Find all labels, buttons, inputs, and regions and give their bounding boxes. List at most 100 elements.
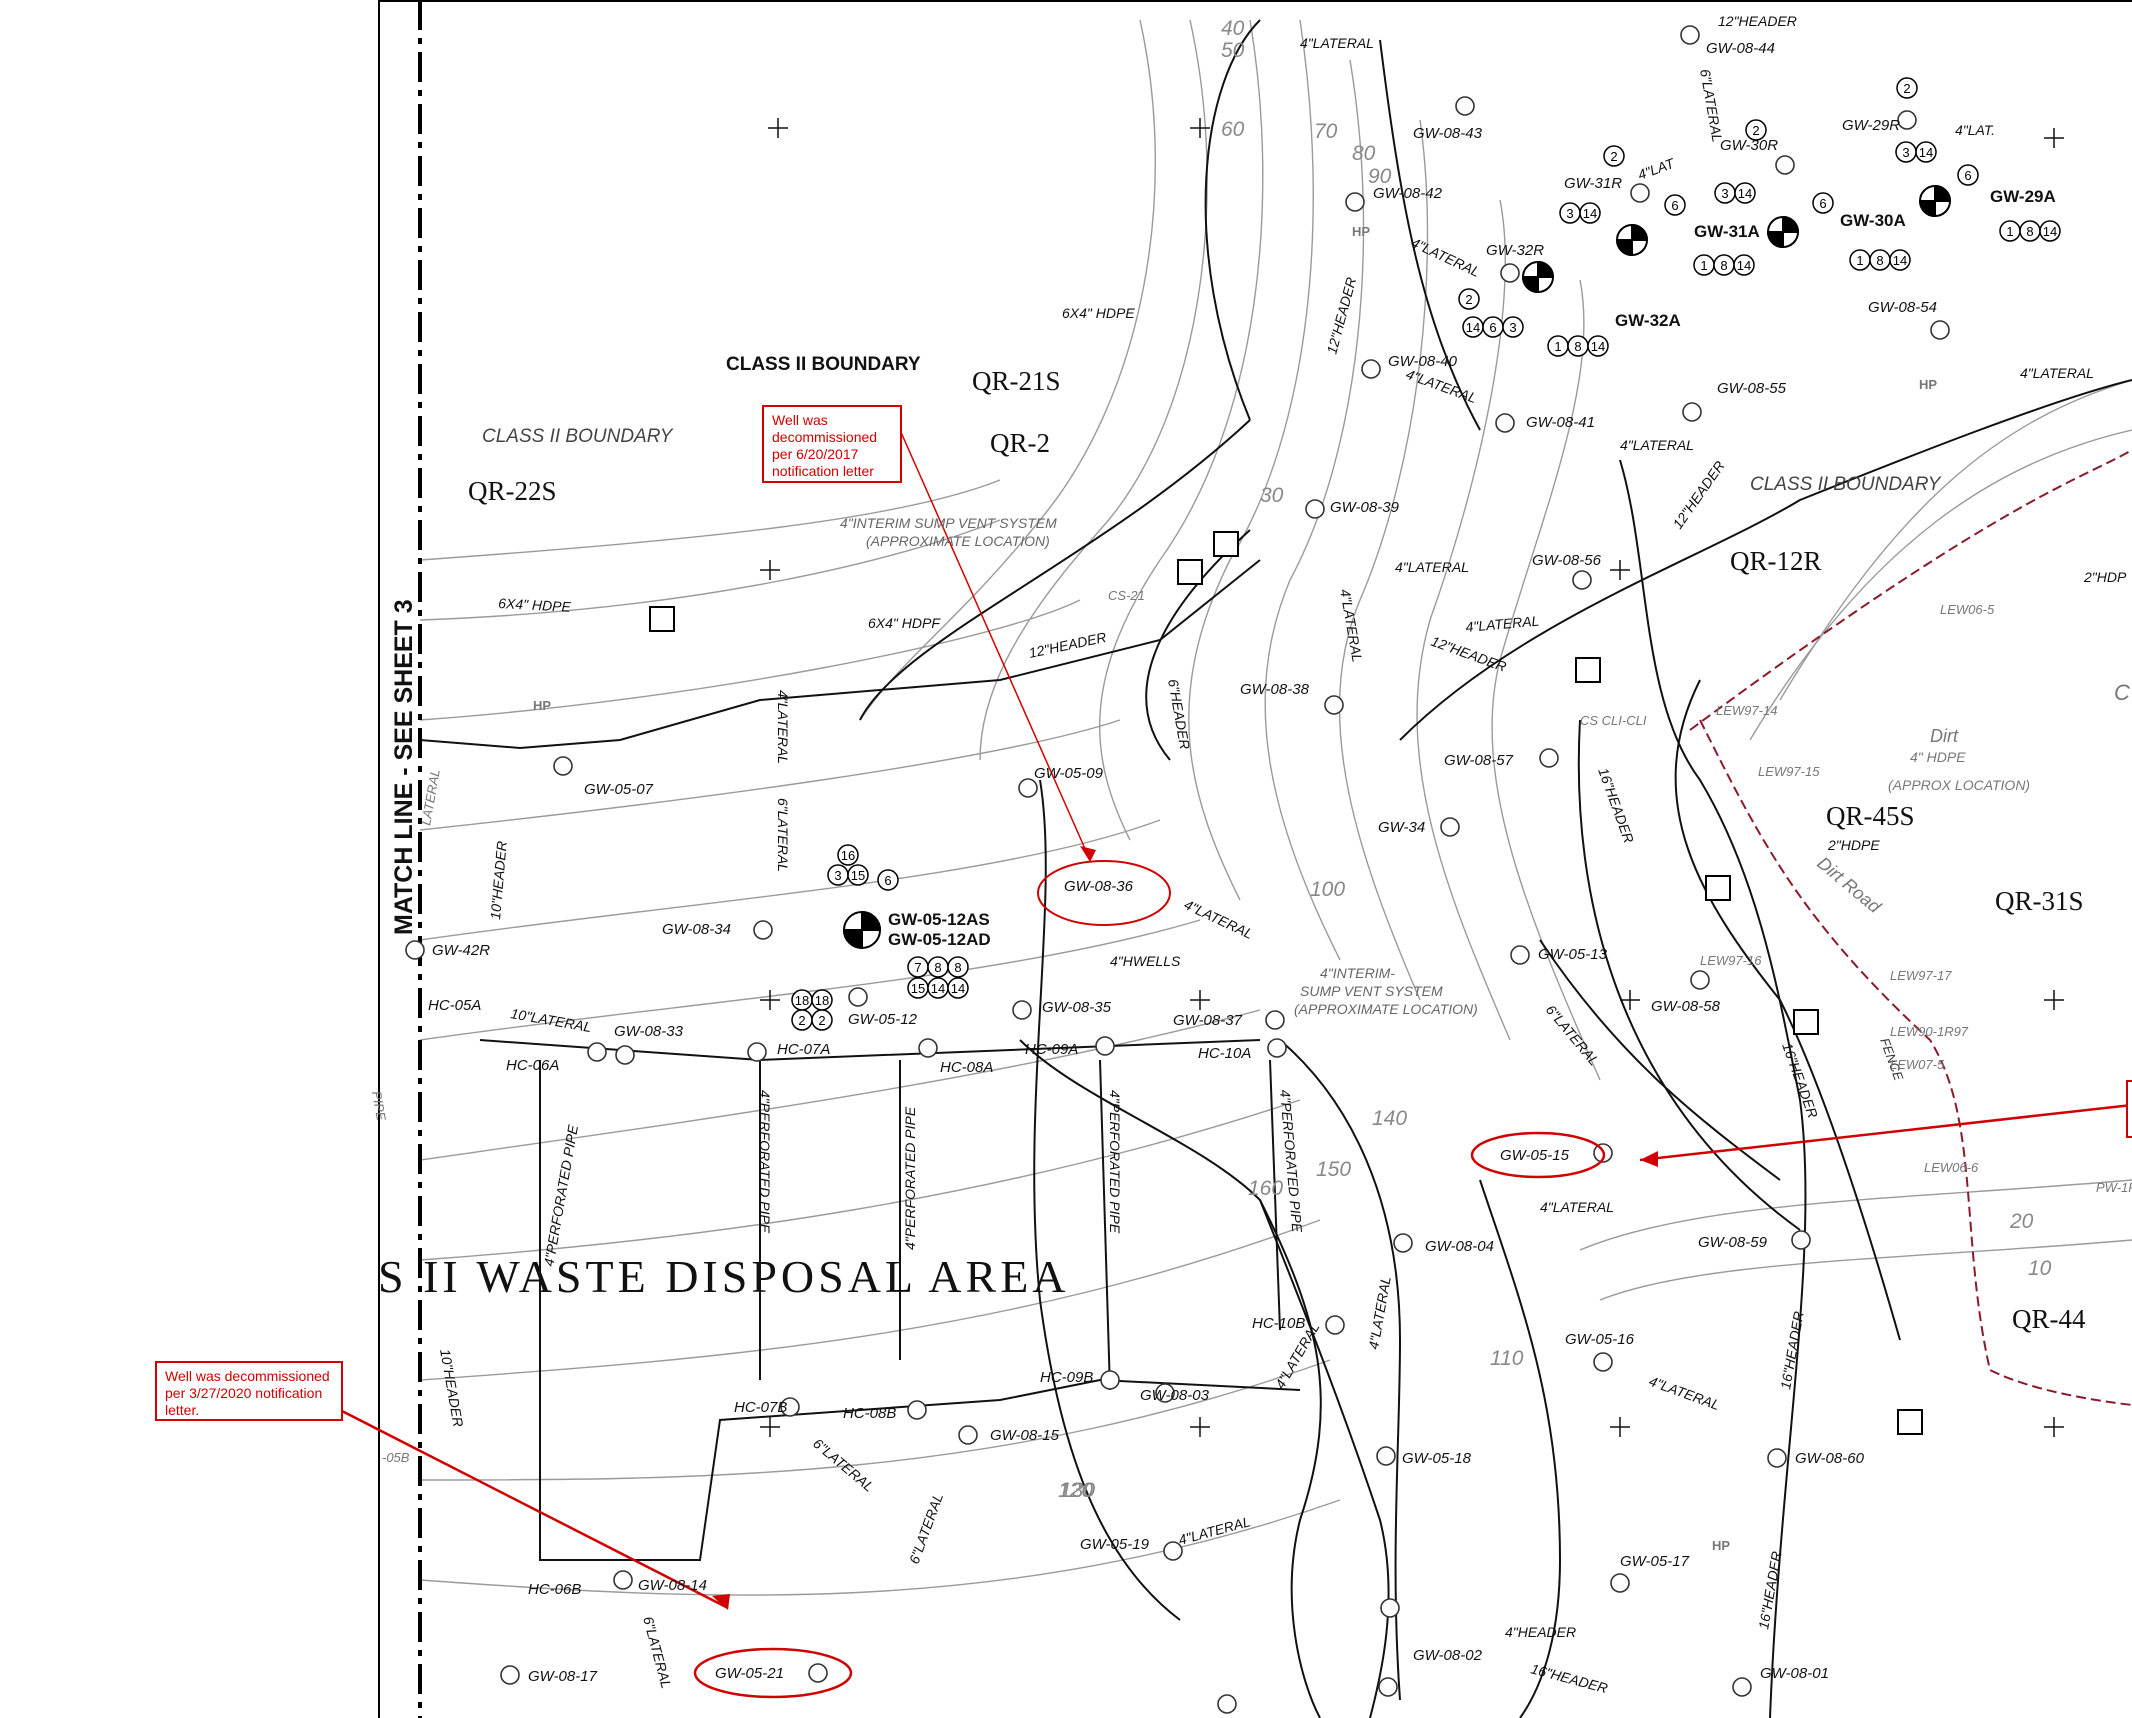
well-label: GW-05-17 bbox=[1620, 1553, 1690, 1570]
pipe-label: 6"LATERAL bbox=[1697, 68, 1726, 144]
well-label: GW-05-12 bbox=[848, 1011, 918, 1028]
collector-label: HC-10A bbox=[1198, 1045, 1251, 1062]
svg-text:6: 6 bbox=[1671, 198, 1678, 213]
well-label: GW-08-04 bbox=[1425, 1238, 1494, 1255]
svg-text:2: 2 bbox=[1752, 123, 1759, 138]
contour-label: 50 bbox=[1221, 39, 1245, 62]
well-markers bbox=[405, 25, 1950, 1714]
pipe-label: 12"HEADER bbox=[1669, 458, 1727, 532]
svg-text:14: 14 bbox=[1583, 206, 1597, 221]
lew-label: LEW97-14 bbox=[1716, 703, 1777, 718]
lew-label: LEW06-6 bbox=[1924, 1160, 1979, 1175]
collector-label: HC-08B bbox=[843, 1405, 896, 1422]
svg-text:14: 14 bbox=[951, 981, 965, 996]
well-label: GW-08-44 bbox=[1706, 40, 1775, 57]
contour-label: 110 bbox=[1490, 1347, 1524, 1370]
well-label: GW-30R bbox=[1720, 137, 1778, 154]
pipe-label: 4"HWELLS bbox=[1110, 953, 1181, 969]
pipe-label: 4"LATERAL bbox=[1337, 588, 1366, 664]
pipe-label: 4"INTERIM- bbox=[1320, 965, 1395, 981]
collector-label: HC-10B bbox=[1252, 1315, 1305, 1332]
collector-label: HC-09A bbox=[1025, 1041, 1078, 1058]
hp-label: HP bbox=[1352, 224, 1370, 239]
svg-text:14: 14 bbox=[1466, 320, 1480, 335]
decommission-note-2017: Well was decommissioned per 6/20/2017 no… bbox=[762, 405, 902, 483]
well-label: GW-08-35 bbox=[1042, 999, 1112, 1016]
pipe-label: 4" HDPE bbox=[1910, 749, 1966, 765]
pipe-label: SUMP VENT SYSTEM bbox=[1300, 983, 1443, 999]
arrow-heads bbox=[712, 846, 1658, 1610]
well-label: GW-05-07 bbox=[584, 781, 654, 798]
pipe-label: 6X4" HDPE bbox=[498, 595, 572, 615]
svg-text:3: 3 bbox=[1902, 145, 1909, 160]
large-well-markers bbox=[842, 184, 1952, 950]
well-label: GW-05-12AS bbox=[888, 910, 990, 929]
pipe-label: 16"HEADER bbox=[1595, 766, 1637, 846]
svg-text:2: 2 bbox=[818, 1013, 825, 1028]
lew-label: PW-1R9 bbox=[2096, 1180, 2132, 1195]
well-label: GW-05-16 bbox=[1565, 1331, 1635, 1348]
hp-label: HP bbox=[1712, 1538, 1730, 1553]
well-label: GW-08-39 bbox=[1330, 499, 1400, 516]
partial-label: C bbox=[2114, 680, 2130, 705]
well-label: GW-08-33 bbox=[614, 1023, 684, 1040]
svg-text:18: 18 bbox=[815, 993, 829, 1008]
class-ii-boundary-left: CLASS II BOUNDARY bbox=[482, 426, 674, 447]
pipe-label: 12"HEADER bbox=[1429, 633, 1509, 675]
well-label: GW-08-58 bbox=[1651, 998, 1721, 1015]
well-label: GW-08-43 bbox=[1413, 125, 1483, 142]
svg-text:2: 2 bbox=[798, 1013, 805, 1028]
contour-label: 130 bbox=[1060, 1479, 1095, 1502]
well-label: GW-08-57 bbox=[1444, 752, 1514, 769]
well-label: GW-08-55 bbox=[1717, 380, 1787, 397]
pipe-label: 4"LATERAL bbox=[2020, 365, 2094, 381]
svg-text:7: 7 bbox=[914, 960, 921, 975]
well-label: GW-08-36 bbox=[1064, 878, 1134, 895]
svg-text:1: 1 bbox=[1700, 258, 1707, 273]
grid-crosses bbox=[760, 118, 2064, 1437]
pipe-label: (APPROXIMATE LOCATION) bbox=[866, 533, 1050, 549]
svg-text:16: 16 bbox=[841, 848, 855, 863]
pipe-label: 16"HEADER bbox=[1529, 1660, 1609, 1696]
well-label: GW-30A bbox=[1840, 211, 1906, 230]
pipe-label: 4"LATERAL bbox=[1177, 1513, 1253, 1548]
collector-label: HC-07B bbox=[734, 1399, 787, 1416]
pipe-label: 6"LATERAL bbox=[810, 1435, 877, 1495]
well-label: GW-08-42 bbox=[1373, 185, 1443, 202]
well-label: GW-32A bbox=[1615, 311, 1681, 330]
svg-text:14: 14 bbox=[1919, 145, 1933, 160]
hp-label: HP bbox=[1919, 377, 1937, 392]
pipe-label: 4"LATERAL bbox=[1182, 896, 1256, 942]
pipe-label: 4"PERFORATED PIPE bbox=[1277, 1089, 1305, 1234]
probe-qr-45s: QR-45S bbox=[1826, 801, 1915, 831]
pipe-label: 6"LATERAL bbox=[640, 1615, 675, 1691]
contour-label: 90 bbox=[1368, 165, 1392, 188]
pipe-network bbox=[419, 19, 2132, 1718]
pipe-label: 4"LATERAL bbox=[1540, 1199, 1614, 1215]
svg-text:2: 2 bbox=[1903, 81, 1910, 96]
class-ii-boundary-right: CLASS II BOUNDARY bbox=[1750, 474, 1942, 495]
probe-markers bbox=[649, 531, 1923, 1435]
pipe-label: 6"LATERAL bbox=[906, 1491, 946, 1566]
cs-label: CS CLI-CLI bbox=[1580, 713, 1647, 728]
well-label: GW-42R bbox=[432, 942, 490, 959]
svg-text:14: 14 bbox=[2043, 224, 2057, 239]
svg-text:3: 3 bbox=[1509, 320, 1516, 335]
well-label: GW-32R bbox=[1486, 242, 1544, 259]
well-label: GW-08-15 bbox=[990, 1427, 1060, 1444]
well-label: GW-08-59 bbox=[1698, 1234, 1768, 1251]
well-label: GW-08-34 bbox=[662, 921, 731, 938]
pipe-label: 6"LATERAL bbox=[775, 798, 791, 872]
collector-label: HC-05A bbox=[428, 997, 481, 1014]
well-label: GW-08-37 bbox=[1173, 1012, 1243, 1029]
decommission-note-2020: Well was decommissioned per 3/27/2020 no… bbox=[155, 1361, 343, 1421]
well-label: GW-08-40 bbox=[1388, 353, 1458, 370]
svg-text:3: 3 bbox=[1721, 186, 1728, 201]
svg-text:2: 2 bbox=[1465, 292, 1472, 307]
well-label: GW-08-14 bbox=[638, 1577, 707, 1594]
svg-text:1: 1 bbox=[1856, 253, 1863, 268]
svg-text:8: 8 bbox=[1720, 258, 1727, 273]
class-ii-boundary-bold: CLASS II BOUNDARY bbox=[726, 354, 921, 375]
fence-line bbox=[1699, 719, 2132, 1406]
